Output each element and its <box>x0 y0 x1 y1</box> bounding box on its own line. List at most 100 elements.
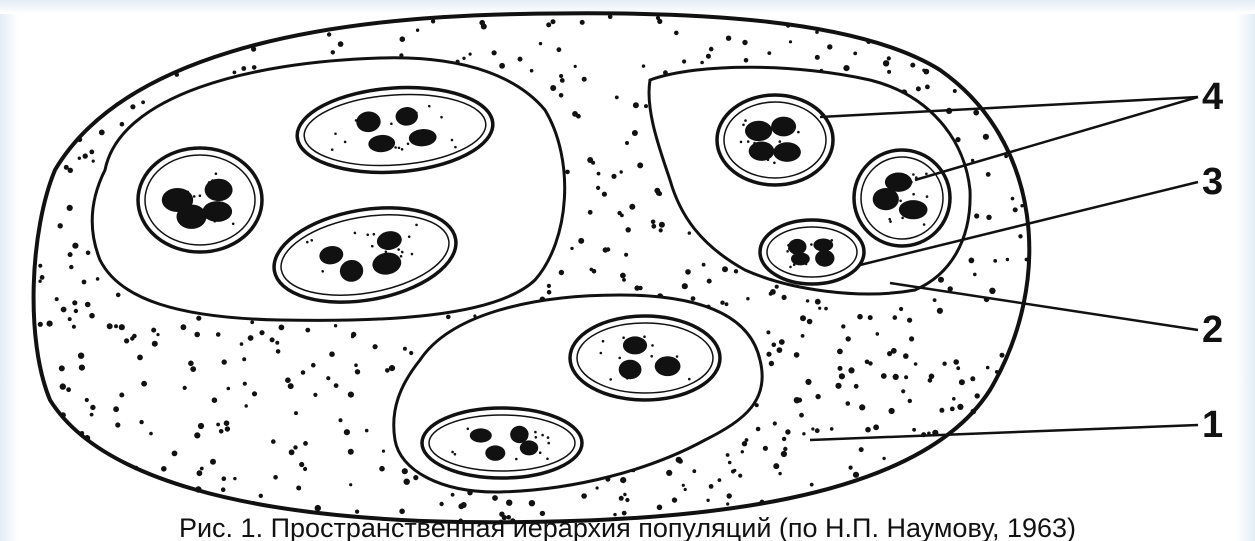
range-dot <box>659 222 665 228</box>
level-4-nucleus <box>813 239 833 252</box>
range-dot <box>559 270 564 275</box>
range-dot <box>602 192 607 197</box>
range-dot <box>654 188 660 194</box>
level-4-nucleus <box>791 252 810 265</box>
range-dot <box>909 336 914 341</box>
range-dot <box>382 450 385 453</box>
range-dot <box>547 284 551 288</box>
range-dot <box>974 213 979 218</box>
range-dot <box>172 451 178 457</box>
range-dot <box>846 336 851 341</box>
range-dot <box>311 363 316 368</box>
range-dot <box>439 502 443 506</box>
range-dot <box>124 338 129 343</box>
range-dot <box>651 220 656 225</box>
range-dot <box>69 265 73 269</box>
range-dot <box>557 47 562 52</box>
range-dot <box>151 328 156 333</box>
range-dot <box>629 204 635 210</box>
range-dot <box>726 502 729 505</box>
range-dot <box>90 405 95 410</box>
range-dot <box>763 446 768 451</box>
range-dot <box>115 422 120 427</box>
range-dot <box>78 157 81 160</box>
range-dot <box>85 398 89 402</box>
range-dot <box>348 449 354 455</box>
range-dot <box>252 65 257 70</box>
range-dot <box>925 85 930 90</box>
range-dot <box>815 428 820 433</box>
range-dot <box>642 64 645 67</box>
range-dot <box>843 65 849 71</box>
range-dot <box>348 392 354 398</box>
range-dot <box>315 505 321 511</box>
range-dot <box>243 382 247 386</box>
range-dot <box>409 351 413 355</box>
range-dot <box>620 477 626 483</box>
range-dot <box>887 351 892 356</box>
range-dot <box>329 351 335 357</box>
range-dot <box>620 273 626 279</box>
range-dot <box>72 300 77 305</box>
range-dot <box>700 61 704 65</box>
range-dot <box>783 447 787 451</box>
range-dot <box>933 298 937 302</box>
range-dot <box>615 96 619 100</box>
range-dot <box>252 391 257 396</box>
range-dot <box>973 110 979 116</box>
range-dot <box>889 408 895 414</box>
range-dot <box>546 22 551 27</box>
range-dot <box>835 383 841 389</box>
range-dot <box>726 36 731 41</box>
range-dot <box>623 493 626 496</box>
range-dot <box>38 264 42 268</box>
range-dot <box>873 424 879 430</box>
level-3-cell <box>854 150 950 246</box>
range-dot <box>853 472 859 478</box>
range-dot <box>113 406 119 412</box>
range-dot <box>250 320 254 324</box>
range-dot <box>591 161 595 165</box>
range-dot <box>279 325 285 331</box>
range-dot <box>838 366 843 371</box>
range-dot <box>574 65 577 68</box>
range-dot <box>86 251 91 256</box>
range-dot <box>811 427 814 430</box>
range-dot <box>807 319 813 325</box>
range-dot <box>742 441 747 446</box>
range-dot <box>149 432 153 436</box>
range-dot <box>212 397 218 403</box>
callout-2: 2 <box>1202 311 1223 349</box>
range-dot <box>1000 353 1005 358</box>
range-dot <box>691 296 696 301</box>
range-dot <box>275 341 279 345</box>
range-dot <box>657 505 663 511</box>
range-dot <box>592 269 597 274</box>
range-dot <box>241 66 246 71</box>
range-dot <box>349 483 352 486</box>
range-dot <box>245 404 248 407</box>
range-dot <box>293 445 297 449</box>
range-dot <box>107 323 113 329</box>
range-dot <box>709 47 714 52</box>
range-dot <box>794 352 800 358</box>
range-dot <box>38 322 43 327</box>
range-dot <box>222 476 227 481</box>
range-dot <box>815 55 820 60</box>
range-dot <box>619 496 624 501</box>
range-dot <box>767 51 771 55</box>
range-dot <box>914 362 918 366</box>
range-dot <box>116 293 121 298</box>
range-dot <box>92 160 95 163</box>
range-dot <box>746 297 749 300</box>
range-dot <box>289 449 295 455</box>
range-dot <box>596 486 599 489</box>
range-dot <box>887 70 891 74</box>
range-dot <box>975 393 980 398</box>
range-dot <box>373 344 378 349</box>
range-dot <box>682 283 688 289</box>
range-dot <box>67 205 73 211</box>
range-dot <box>404 479 410 485</box>
range-dot <box>901 389 905 393</box>
leader-line-2 <box>890 283 1198 330</box>
